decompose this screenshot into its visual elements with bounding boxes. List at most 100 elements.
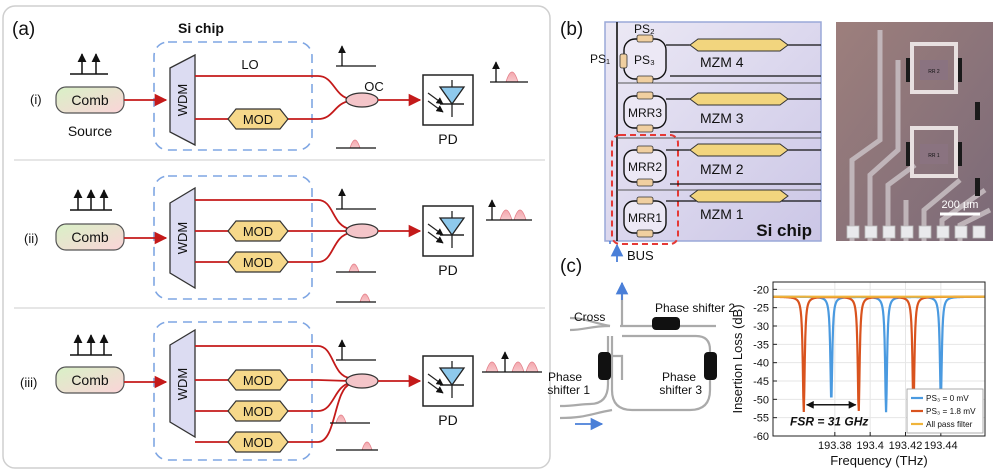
lo-label: LO [241,57,258,72]
oc-label: OC [364,79,384,94]
y-tick-label: -60 [753,431,769,443]
y-tick-label: -25 [753,303,769,315]
spectrum-lo-icon [336,339,376,361]
x-tick-label: 193.42 [889,440,923,452]
mzm-label: MZM 1 [700,206,744,222]
mod-label: MOD [243,224,273,239]
waveguide [317,382,351,412]
row-i: (i) Comb Source WDM LO MOD OC [30,41,528,151]
comb-spectrum-icon [70,189,112,211]
y-tick-label: -55 [753,413,769,425]
cross-label: Cross [574,310,605,324]
photodiode-icon [427,80,466,117]
ring-resonator [623,91,667,133]
waveguide [317,345,351,379]
y-tick-label: -35 [753,339,769,351]
waveguide [317,232,351,263]
mod-block [227,251,289,273]
row-iii: (iii) Comb WDM MOD MOD MOD [20,321,542,461]
mrr-label: MRR1 [628,211,662,225]
pd-label: PD [438,262,457,278]
phase-shifter [704,352,717,380]
mod-label: MOD [243,404,273,419]
x-tick-label: 193.44 [924,440,958,452]
panel-a: (a) Si chip (i) Comb Source WDM LO MOD [2,5,551,469]
row-ii: (ii) Comb WDM MOD MOD [24,175,532,303]
mod-label: MOD [243,255,273,270]
ring-resonator [623,145,667,187]
x-tick-label: 193.4 [856,440,884,452]
ring-resonator [619,34,667,84]
mod-block [227,220,289,242]
wdm-block [169,186,196,290]
mzm [666,38,821,77]
x-tick-label: 193.38 [818,440,852,452]
comb-spectrum-icon [70,53,108,75]
output-spectrum-icon [482,351,542,373]
panel-c-label: (c) [560,256,582,277]
micro-label: RR 2 [928,69,940,75]
ps2-label: PS₂ [634,22,655,36]
mod-label: MOD [243,373,273,388]
source-label: Source [68,123,113,139]
pd-label: PD [438,131,457,147]
spectrum-mod-icon [330,414,370,424]
optical-coupler [345,223,379,239]
waveguide [317,383,351,443]
y-tick-label: -30 [753,321,769,333]
output-spectrum-icon [490,61,528,83]
fsr-annotation: FSR = 31 GHz [790,415,868,429]
y-tick-label: -50 [753,394,769,406]
waveguide [317,379,351,382]
mod-block [227,400,289,422]
micro-label: RR 1 [928,153,940,159]
si-chip-title: Si chip [178,20,224,36]
mrr-label: MRR2 [628,160,662,174]
panel-b-label: (b) [560,19,583,40]
wdm-block [169,53,196,147]
mzm [666,189,821,203]
output-spectrum-icon [486,199,532,221]
mod-block [227,431,289,453]
x-axis-label: Frequency (THz) [830,453,928,468]
ps3-label: PS₃ [634,53,655,67]
photodiode-icon [427,211,466,248]
spectrum-mod-icon [336,441,378,451]
mzm [666,143,821,185]
ps1-label: PS₁ [590,52,610,66]
panel-b: (b) BUS PS₂ PS₁ PS₃ MRR3 MRR2 [560,19,993,263]
mod-label: MOD [243,435,273,450]
mzm-label: MZM 4 [700,54,744,70]
comb-label: Comb [71,92,109,108]
phase-shifter [598,352,611,380]
plot-frame [772,281,986,437]
comb-label: Comb [71,372,109,388]
series-group [773,295,985,413]
row-tag: (ii) [24,231,38,246]
legend-label: All pass filter [926,420,973,429]
mzm [666,92,821,133]
chip-micrograph: RR 2 RR 1 200 μm [836,22,993,241]
row-tag: (i) [30,92,42,107]
spectrum-mod-icon [336,139,376,149]
spectrum-lo-icon [336,188,376,210]
mod-block [227,108,289,130]
comb-box [55,223,125,251]
wdm-block [169,328,196,439]
si-chip-outline [153,41,313,151]
comb-box [55,366,125,394]
comb-spectrum-icon [70,334,112,356]
y-tick-label: -20 [753,284,769,296]
phase-shifter [652,317,680,330]
photodetector [422,74,474,126]
waveguide [317,199,351,230]
mzm-label: MZM 2 [700,161,744,177]
photodiode-icon [427,361,466,398]
mrr-label: MRR3 [628,106,662,120]
wdm-label: WDM [175,84,190,117]
legend-label: PS₃ = 0 mV [926,394,969,403]
mzm-label: MZM 3 [700,110,744,126]
